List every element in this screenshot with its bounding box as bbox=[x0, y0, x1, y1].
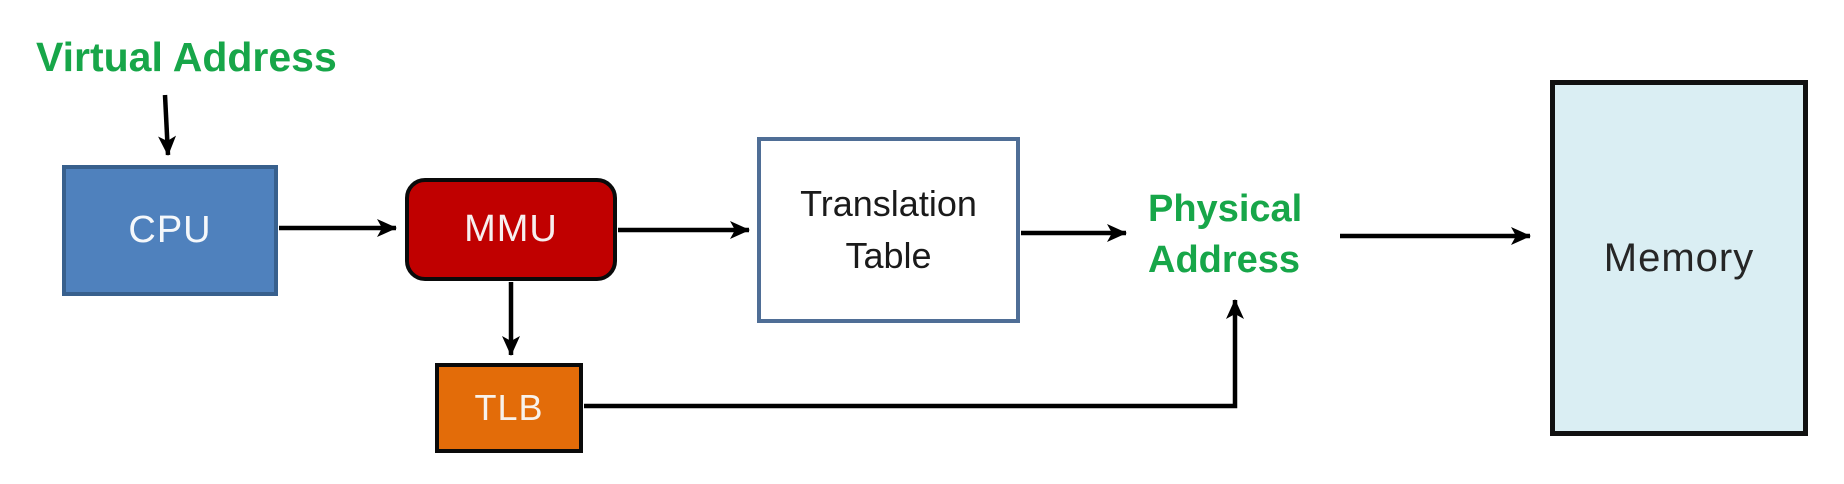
translation-table-label-line2: Table bbox=[845, 235, 932, 276]
memory-node: Memory bbox=[1550, 80, 1808, 436]
physical-address-label: Physical Address bbox=[1148, 184, 1302, 287]
physical-address-label-line1: Physical bbox=[1148, 188, 1303, 230]
cpu-label: CPU bbox=[128, 209, 212, 251]
translation-table-label-line1: Translation bbox=[800, 182, 977, 224]
physical-address-label-line2: Address bbox=[1148, 239, 1301, 282]
cpu-node: CPU bbox=[62, 165, 278, 296]
virtual-address-label: Virtual Address bbox=[36, 34, 337, 80]
translation-table-node: Translation Table bbox=[757, 137, 1020, 323]
memory-label: Memory bbox=[1603, 235, 1755, 280]
tlb-label: TLB bbox=[474, 387, 544, 428]
mmu-label: MMU bbox=[464, 208, 558, 250]
mmu-node: MMU bbox=[405, 178, 617, 281]
tlb-node: TLB bbox=[435, 363, 583, 453]
arrow-virtual-address-to-cpu bbox=[158, 94, 177, 156]
